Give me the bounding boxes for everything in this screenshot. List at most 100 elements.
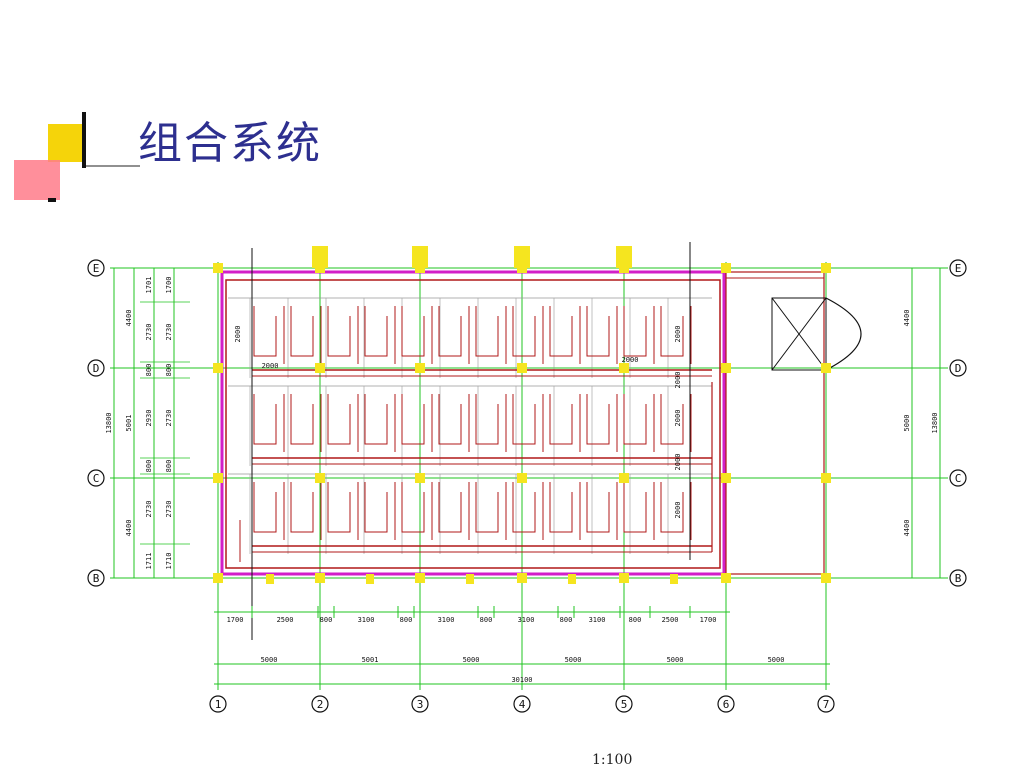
column bbox=[821, 573, 831, 583]
unit-outline bbox=[364, 394, 396, 452]
column-bottom bbox=[670, 574, 678, 584]
annex-outline bbox=[725, 271, 825, 575]
dim-label-left-mid: 2730 bbox=[145, 324, 153, 341]
grid-bubble-row bbox=[949, 569, 967, 587]
dim-label-bay: 5000 bbox=[463, 656, 480, 664]
dim-label-detail: 1700 bbox=[700, 616, 717, 624]
deco-pink-square bbox=[14, 160, 60, 200]
grid-bubble-row-label: D bbox=[93, 362, 100, 375]
grid-bubble-row-label: B bbox=[955, 572, 962, 585]
column-bottom bbox=[266, 574, 274, 584]
dim-label-inner: 2000 bbox=[674, 502, 682, 519]
slide-title: 组合系统 bbox=[138, 118, 322, 169]
dim-label-inner: 2000 bbox=[234, 326, 242, 343]
unit-outline bbox=[364, 306, 396, 364]
unit-outline bbox=[512, 482, 544, 540]
dim-label-detail: 2500 bbox=[662, 616, 679, 624]
column bbox=[315, 573, 325, 583]
building-outline-pink bbox=[220, 270, 726, 576]
dim-label-left-outer: 4400 bbox=[125, 310, 133, 327]
grid-bubble-row-label: E bbox=[955, 262, 962, 275]
dim-label-detail: 3100 bbox=[358, 616, 375, 624]
building-outline-red bbox=[225, 279, 721, 569]
unit-outline bbox=[438, 482, 470, 540]
dim-label-detail: 800 bbox=[400, 616, 413, 624]
dim-label-left-mid: 800 bbox=[145, 460, 153, 473]
grid-bubble-col-label: 4 bbox=[519, 698, 526, 711]
unit-outline bbox=[475, 306, 507, 364]
dim-label-left-inner: 2730 bbox=[165, 501, 173, 518]
dim-label-bay: 5000 bbox=[667, 656, 684, 664]
unit-outline bbox=[253, 394, 285, 452]
unit-outline bbox=[327, 394, 359, 452]
dim-label-right-outer: 5000 bbox=[903, 415, 911, 432]
dim-label-left-mid: 1701 bbox=[145, 277, 153, 294]
dim-label-detail: 800 bbox=[480, 616, 493, 624]
column bbox=[721, 573, 731, 583]
dim-label-inner: 2000 bbox=[622, 356, 639, 364]
column bbox=[213, 263, 223, 273]
dim-label-detail: 2500 bbox=[277, 616, 294, 624]
column bbox=[315, 473, 325, 483]
dim-label-left-outer: 4400 bbox=[125, 520, 133, 537]
grid-bubble-col bbox=[209, 695, 227, 713]
column-top bbox=[514, 246, 530, 268]
grid-bubble-col-label: 3 bbox=[417, 698, 424, 711]
column bbox=[821, 363, 831, 373]
column bbox=[415, 363, 425, 373]
dim-label-detail: 800 bbox=[629, 616, 642, 624]
dim-label-detail: 3100 bbox=[438, 616, 455, 624]
column-top bbox=[616, 246, 632, 268]
stair-arc bbox=[825, 297, 862, 371]
dim-label-left-total: 13800 bbox=[105, 412, 113, 433]
grid-bubble-col-label: 1 bbox=[215, 698, 222, 711]
dim-label-detail: 800 bbox=[560, 616, 573, 624]
grid-bubble-row bbox=[949, 469, 967, 487]
dim-label-bay: 5000 bbox=[565, 656, 582, 664]
unit-outline bbox=[660, 482, 692, 540]
dim-label-inner: 2000 bbox=[674, 410, 682, 427]
grid-bubble-col-label: 7 bbox=[823, 698, 830, 711]
grid-bubble-col bbox=[513, 695, 531, 713]
grid-bubble-col-label: 6 bbox=[723, 698, 730, 711]
grid-bubble-col bbox=[311, 695, 329, 713]
unit-outline bbox=[327, 482, 359, 540]
unit-outline bbox=[253, 306, 285, 364]
grid-bubble-row-label: B bbox=[93, 572, 100, 585]
dim-label-detail: 3100 bbox=[518, 616, 535, 624]
grid-bubble-row bbox=[949, 259, 967, 277]
grid-bubble-col bbox=[615, 695, 633, 713]
dim-label-left-mid: 2930 bbox=[145, 410, 153, 427]
dim-label-bay: 5000 bbox=[768, 656, 785, 664]
unit-outline bbox=[438, 394, 470, 452]
column bbox=[213, 573, 223, 583]
dim-label-left-inner: 2730 bbox=[165, 410, 173, 427]
dim-label-right-outer: 4400 bbox=[903, 520, 911, 537]
grid-bubble-col-label: 2 bbox=[317, 698, 324, 711]
column bbox=[517, 573, 527, 583]
unit-outline bbox=[438, 306, 470, 364]
column bbox=[821, 263, 831, 273]
grid-bubble-row bbox=[87, 359, 105, 377]
column bbox=[619, 573, 629, 583]
dim-label-inner: 2000 bbox=[674, 326, 682, 343]
unit-outline bbox=[512, 306, 544, 364]
grid-bubble-col-label: 5 bbox=[621, 698, 628, 711]
dim-label-left-mid: 1711 bbox=[145, 553, 153, 570]
column bbox=[517, 363, 527, 373]
unit-outline bbox=[290, 306, 322, 364]
dim-label-bay: 5001 bbox=[362, 656, 379, 664]
unit-outline bbox=[290, 482, 322, 540]
unit-outline bbox=[364, 482, 396, 540]
column-bottom bbox=[568, 574, 576, 584]
unit-outline bbox=[253, 482, 285, 540]
unit-outline bbox=[290, 394, 322, 452]
unit-outline bbox=[623, 394, 655, 452]
column bbox=[619, 363, 629, 373]
dim-label-right-total: 13800 bbox=[931, 412, 939, 433]
dim-label-total: 30100 bbox=[511, 676, 532, 684]
dim-label-inner: 2000 bbox=[674, 454, 682, 471]
unit-outline bbox=[549, 306, 581, 364]
